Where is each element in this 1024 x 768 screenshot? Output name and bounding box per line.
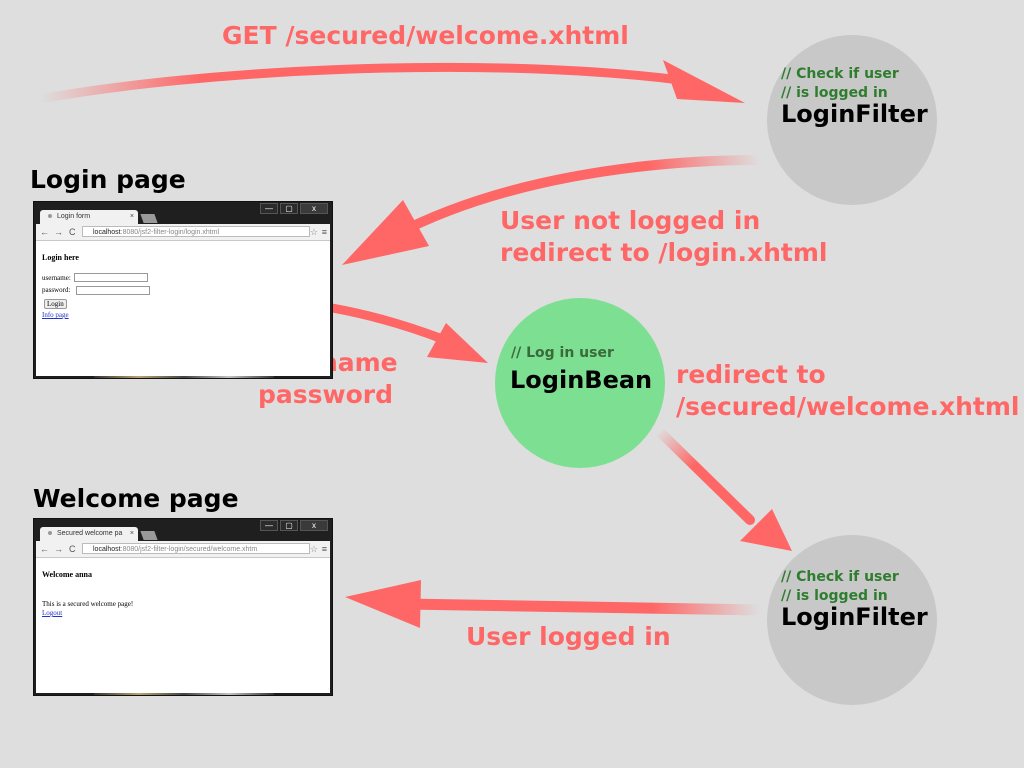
- username-input[interactable]: [74, 273, 148, 282]
- arrow-head-get-request: [663, 60, 745, 103]
- welcome-toolbar: ← → C localhost:8080/jsf2-filter-login/s…: [36, 541, 330, 558]
- login-button[interactable]: Login: [44, 299, 67, 309]
- label-get-request: GET /secured/welcome.xhtml: [222, 21, 629, 50]
- node-login-filter-top: // Check if user // is logged in LoginFi…: [767, 35, 937, 205]
- maximize-icon[interactable]: ▢: [280, 203, 298, 214]
- filter-top-title: LoginFilter: [781, 100, 928, 128]
- bookmark-star-icon[interactable]: ☆: [309, 544, 318, 554]
- new-tab-button[interactable]: [140, 531, 158, 540]
- forward-icon[interactable]: →: [54, 544, 63, 554]
- label-not-logged-in: User not logged in redirect to /login.xh…: [500, 205, 827, 269]
- bookmark-star-icon[interactable]: ☆: [309, 227, 318, 237]
- forward-icon[interactable]: →: [54, 227, 63, 237]
- label-logged-in: User logged in: [466, 622, 671, 651]
- window-controls: — ▢ x: [258, 520, 328, 532]
- login-page-browser: Login form × — ▢ x ← → C localhost:8080/…: [33, 201, 333, 379]
- login-toolbar: ← → C localhost:8080/jsf2-filter-login/l…: [36, 224, 330, 241]
- arrow-head-post: [427, 323, 488, 363]
- tab-close-icon[interactable]: ×: [129, 213, 134, 220]
- welcome-tab[interactable]: Secured welcome pa ×: [40, 527, 138, 541]
- arrow-head-logged-in: [345, 580, 421, 628]
- arrow-head-redirect-welcome: [740, 509, 792, 551]
- arrow-get-request: [35, 62, 685, 104]
- filter-top-comment-line-2: // is logged in: [781, 85, 888, 101]
- welcome-page-content: Welcome anna This is a secured welcome p…: [36, 558, 330, 693]
- arrow-redirect-welcome: [655, 427, 755, 525]
- arrow-head-not-logged-in: [342, 200, 429, 265]
- new-tab-button[interactable]: [140, 214, 158, 223]
- login-tab[interactable]: Login form ×: [40, 210, 138, 224]
- label-redirect-welcome-line-2: /secured/welcome.xhtml: [676, 392, 1020, 421]
- info-page-link[interactable]: Info page: [42, 311, 69, 319]
- filter-bottom-comment-line-2: // is logged in: [781, 588, 888, 604]
- login-tabstrip: Login form × — ▢ x: [34, 202, 332, 224]
- login-address-bar[interactable]: localhost:8080/jsf2-filter-login/login.x…: [82, 226, 310, 237]
- welcome-page-heading: Welcome page: [33, 484, 239, 513]
- login-url-host: localhost: [93, 229, 121, 236]
- menu-icon[interactable]: ≡: [321, 544, 327, 554]
- minimize-icon[interactable]: —: [260, 203, 278, 214]
- login-page-heading: Login page: [30, 165, 186, 194]
- filter-bottom-title: LoginFilter: [781, 603, 928, 631]
- arrow-not-logged-in: [390, 155, 765, 240]
- filter-bottom-comment-line-1: // Check if user: [781, 569, 899, 585]
- login-page-content: Login here username: password: Login Inf…: [36, 241, 330, 376]
- arrow-logged-in: [399, 598, 766, 616]
- label-not-logged-in-line-1: User not logged in: [500, 206, 761, 235]
- reload-icon[interactable]: C: [69, 544, 76, 554]
- welcome-url-host: localhost: [93, 546, 121, 553]
- welcome-tabstrip: Secured welcome pa × — ▢ x: [34, 519, 332, 541]
- label-redirect-welcome-line-1: redirect to: [676, 360, 826, 389]
- filter-bottom-comment: // Check if user // is logged in: [781, 568, 899, 606]
- back-icon[interactable]: ←: [40, 227, 49, 237]
- logout-link[interactable]: Logout: [42, 609, 63, 617]
- welcome-anna-heading: Welcome anna: [42, 570, 92, 579]
- secured-message: This is a secured welcome page!: [42, 600, 134, 608]
- welcome-url-path: :8080/jsf2-filter-login/secured/welcome.…: [120, 546, 258, 553]
- tab-close-icon[interactable]: ×: [129, 530, 134, 537]
- node-login-bean: // Log in user LoginBean: [495, 298, 665, 468]
- password-input[interactable]: [76, 286, 150, 295]
- username-label: username:: [42, 274, 71, 282]
- taskbar-strip: [94, 693, 274, 695]
- label-post-line-3: password: [258, 380, 394, 409]
- login-tab-title: Login form: [57, 213, 91, 220]
- minimize-icon[interactable]: —: [260, 520, 278, 531]
- password-label: password:: [42, 286, 71, 294]
- window-controls: — ▢ x: [258, 203, 328, 215]
- label-redirect-welcome: redirect to /secured/welcome.xhtml: [676, 359, 1020, 423]
- maximize-icon[interactable]: ▢: [280, 520, 298, 531]
- close-icon[interactable]: x: [300, 520, 328, 531]
- taskbar-strip: [94, 376, 274, 378]
- welcome-page-browser: Secured welcome pa × — ▢ x ← → C localho…: [33, 518, 333, 696]
- filter-top-comment-line-1: // Check if user: [781, 66, 899, 82]
- reload-icon[interactable]: C: [69, 227, 76, 237]
- node-login-filter-bottom: // Check if user // is logged in LoginFi…: [767, 535, 937, 705]
- bean-comment: // Log in user: [511, 345, 614, 361]
- menu-icon[interactable]: ≡: [321, 227, 327, 237]
- tab-favicon-icon: [48, 531, 52, 536]
- login-url-path: :8080/jsf2-filter-login/login.xhtml: [120, 229, 220, 236]
- bean-title: LoginBean: [510, 366, 653, 394]
- welcome-address-bar[interactable]: localhost:8080/jsf2-filter-login/secured…: [82, 543, 310, 554]
- back-icon[interactable]: ←: [40, 544, 49, 554]
- login-here-heading: Login here: [42, 253, 79, 262]
- label-not-logged-in-line-2: redirect to /login.xhtml: [500, 238, 828, 267]
- tab-favicon-icon: [48, 214, 52, 219]
- close-icon[interactable]: x: [300, 203, 328, 214]
- filter-top-comment: // Check if user // is logged in: [781, 65, 899, 103]
- welcome-tab-title: Secured welcome pa: [57, 530, 123, 537]
